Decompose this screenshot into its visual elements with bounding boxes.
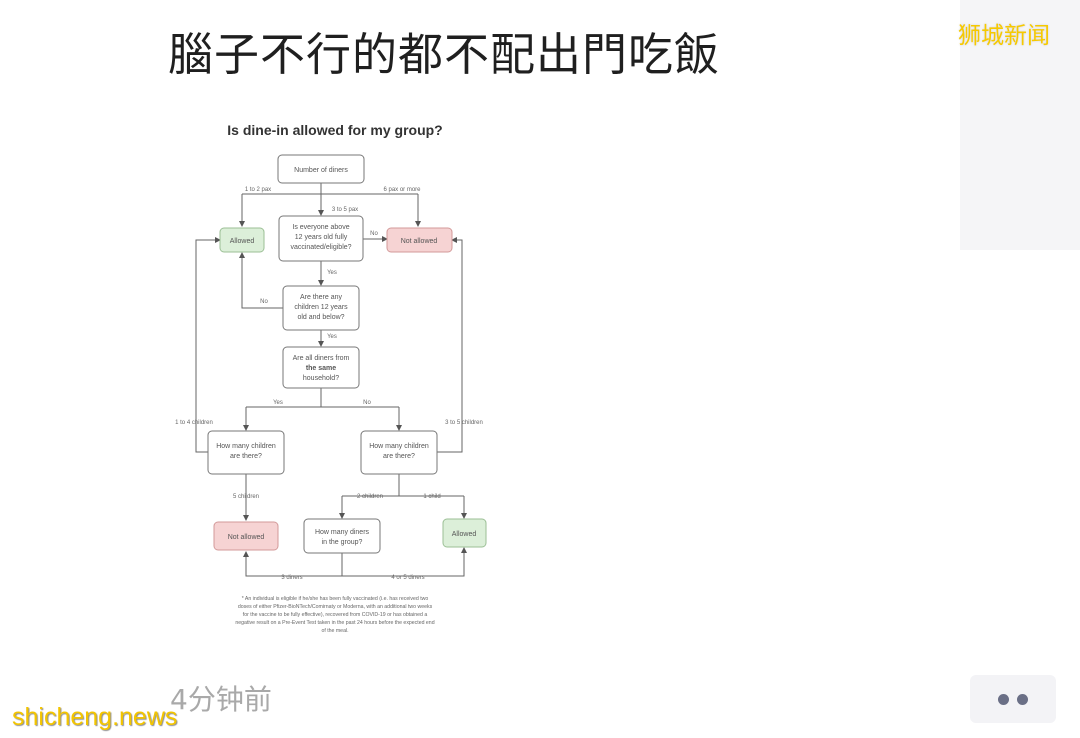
node-diners-line2: in the group?: [322, 539, 363, 546]
node-count-left-line1: How many children: [216, 443, 276, 450]
site-watermark: shicheng.news: [12, 703, 178, 731]
footnote-line5: of the meal.: [321, 628, 348, 634]
flowchart-image[interactable]: Is dine-in allowed for my group?: [170, 98, 500, 658]
node-allowed-bottom: [442, 518, 487, 548]
node-children: [282, 285, 360, 331]
node-not-allowed-top-label: Not allowed: [401, 238, 438, 245]
node-count-right: [360, 430, 438, 475]
node-vaccinated-line3: vaccinated/eligible?: [290, 244, 351, 251]
footnote-line3: for the vaccine to be fully effective), …: [243, 612, 428, 618]
edge-label-1-2-pax: 1 to 2 pax: [245, 187, 271, 193]
node-household-line2: the same: [306, 365, 336, 372]
node-allowed-top-label: Allowed: [230, 238, 255, 245]
node-count-left: [207, 430, 285, 475]
flowchart-title: Is dine-in allowed for my group?: [227, 122, 442, 138]
edge-label-yes-2: Yes: [327, 334, 337, 340]
flowchart-svg: Is dine-in allowed for my group?: [175, 122, 487, 634]
edge-label-4-5-diners: 4 or 5 diners: [391, 575, 424, 581]
node-children-line1: Are there any: [300, 294, 343, 301]
footnote-line1: * An individual is eligible if he/she ha…: [242, 596, 429, 602]
node-household-line3: household?: [303, 375, 339, 382]
node-allowed-top: [219, 227, 265, 253]
source-badge: 狮城新闻: [958, 23, 1050, 49]
node-allowed-bottom-label: Allowed: [452, 531, 477, 538]
node-count-right-line1: How many children: [369, 443, 429, 450]
more-dots-icon: [998, 693, 1009, 705]
edge-label-1-4-children: 1 to 4 children: [175, 420, 213, 426]
node-count-left-line2: are there?: [230, 453, 262, 460]
node-not-allowed-bottom: [213, 521, 279, 551]
node-count-right-line2: are there?: [383, 453, 415, 460]
right-panel-background: [960, 0, 1080, 250]
node-not-allowed-bottom-label: Not allowed: [228, 534, 265, 541]
edge-label-2-children: 2 children: [357, 494, 383, 500]
more-options-button[interactable]: [970, 675, 1056, 723]
edge-label-yes-3: Yes: [273, 400, 283, 406]
node-start-label: Number of diners: [294, 167, 348, 174]
edge-label-yes-1: Yes: [327, 270, 337, 276]
edge-label-1-child: 1 child: [423, 494, 440, 500]
edge-label-3-5-pax: 3 to 5 pax: [332, 207, 358, 213]
footnote-line4: negative result on a Pre-Event Test take…: [235, 620, 434, 626]
edge-label-5-children: 5 children: [233, 494, 259, 500]
edge-label-no-3: No: [363, 400, 371, 406]
edge-label-no-2: No: [260, 299, 268, 305]
post-timestamp: 4分钟前: [170, 683, 272, 716]
node-vaccinated-line2: 12 years old fully: [295, 234, 348, 241]
node-household-line1: Are all diners from: [293, 355, 350, 362]
node-start: [277, 154, 365, 184]
node-diners-line1: How many diners: [315, 529, 370, 536]
more-dots-icon: [1017, 693, 1028, 705]
node-household: [282, 346, 360, 389]
node-not-allowed-top: [386, 227, 453, 253]
node-children-line2: children 12 years: [294, 304, 348, 311]
node-diners: [303, 518, 381, 554]
edge-label-3-5-children: 3 to 5 children: [445, 420, 483, 426]
node-vaccinated-line1: Is everyone above: [292, 224, 349, 231]
post-title: 腦子不行的都不配出門吃飯: [168, 28, 721, 81]
edge-label-6-more: 6 pax or more: [383, 187, 421, 193]
footnote-line2: doses of either Pfizer-BioNTech/Comirnat…: [238, 604, 433, 610]
edge-label-no-1: No: [370, 231, 378, 237]
node-vaccinated: [278, 215, 364, 262]
node-children-line3: old and below?: [297, 314, 344, 321]
edge-label-3-diners: 3 diners: [281, 575, 302, 581]
